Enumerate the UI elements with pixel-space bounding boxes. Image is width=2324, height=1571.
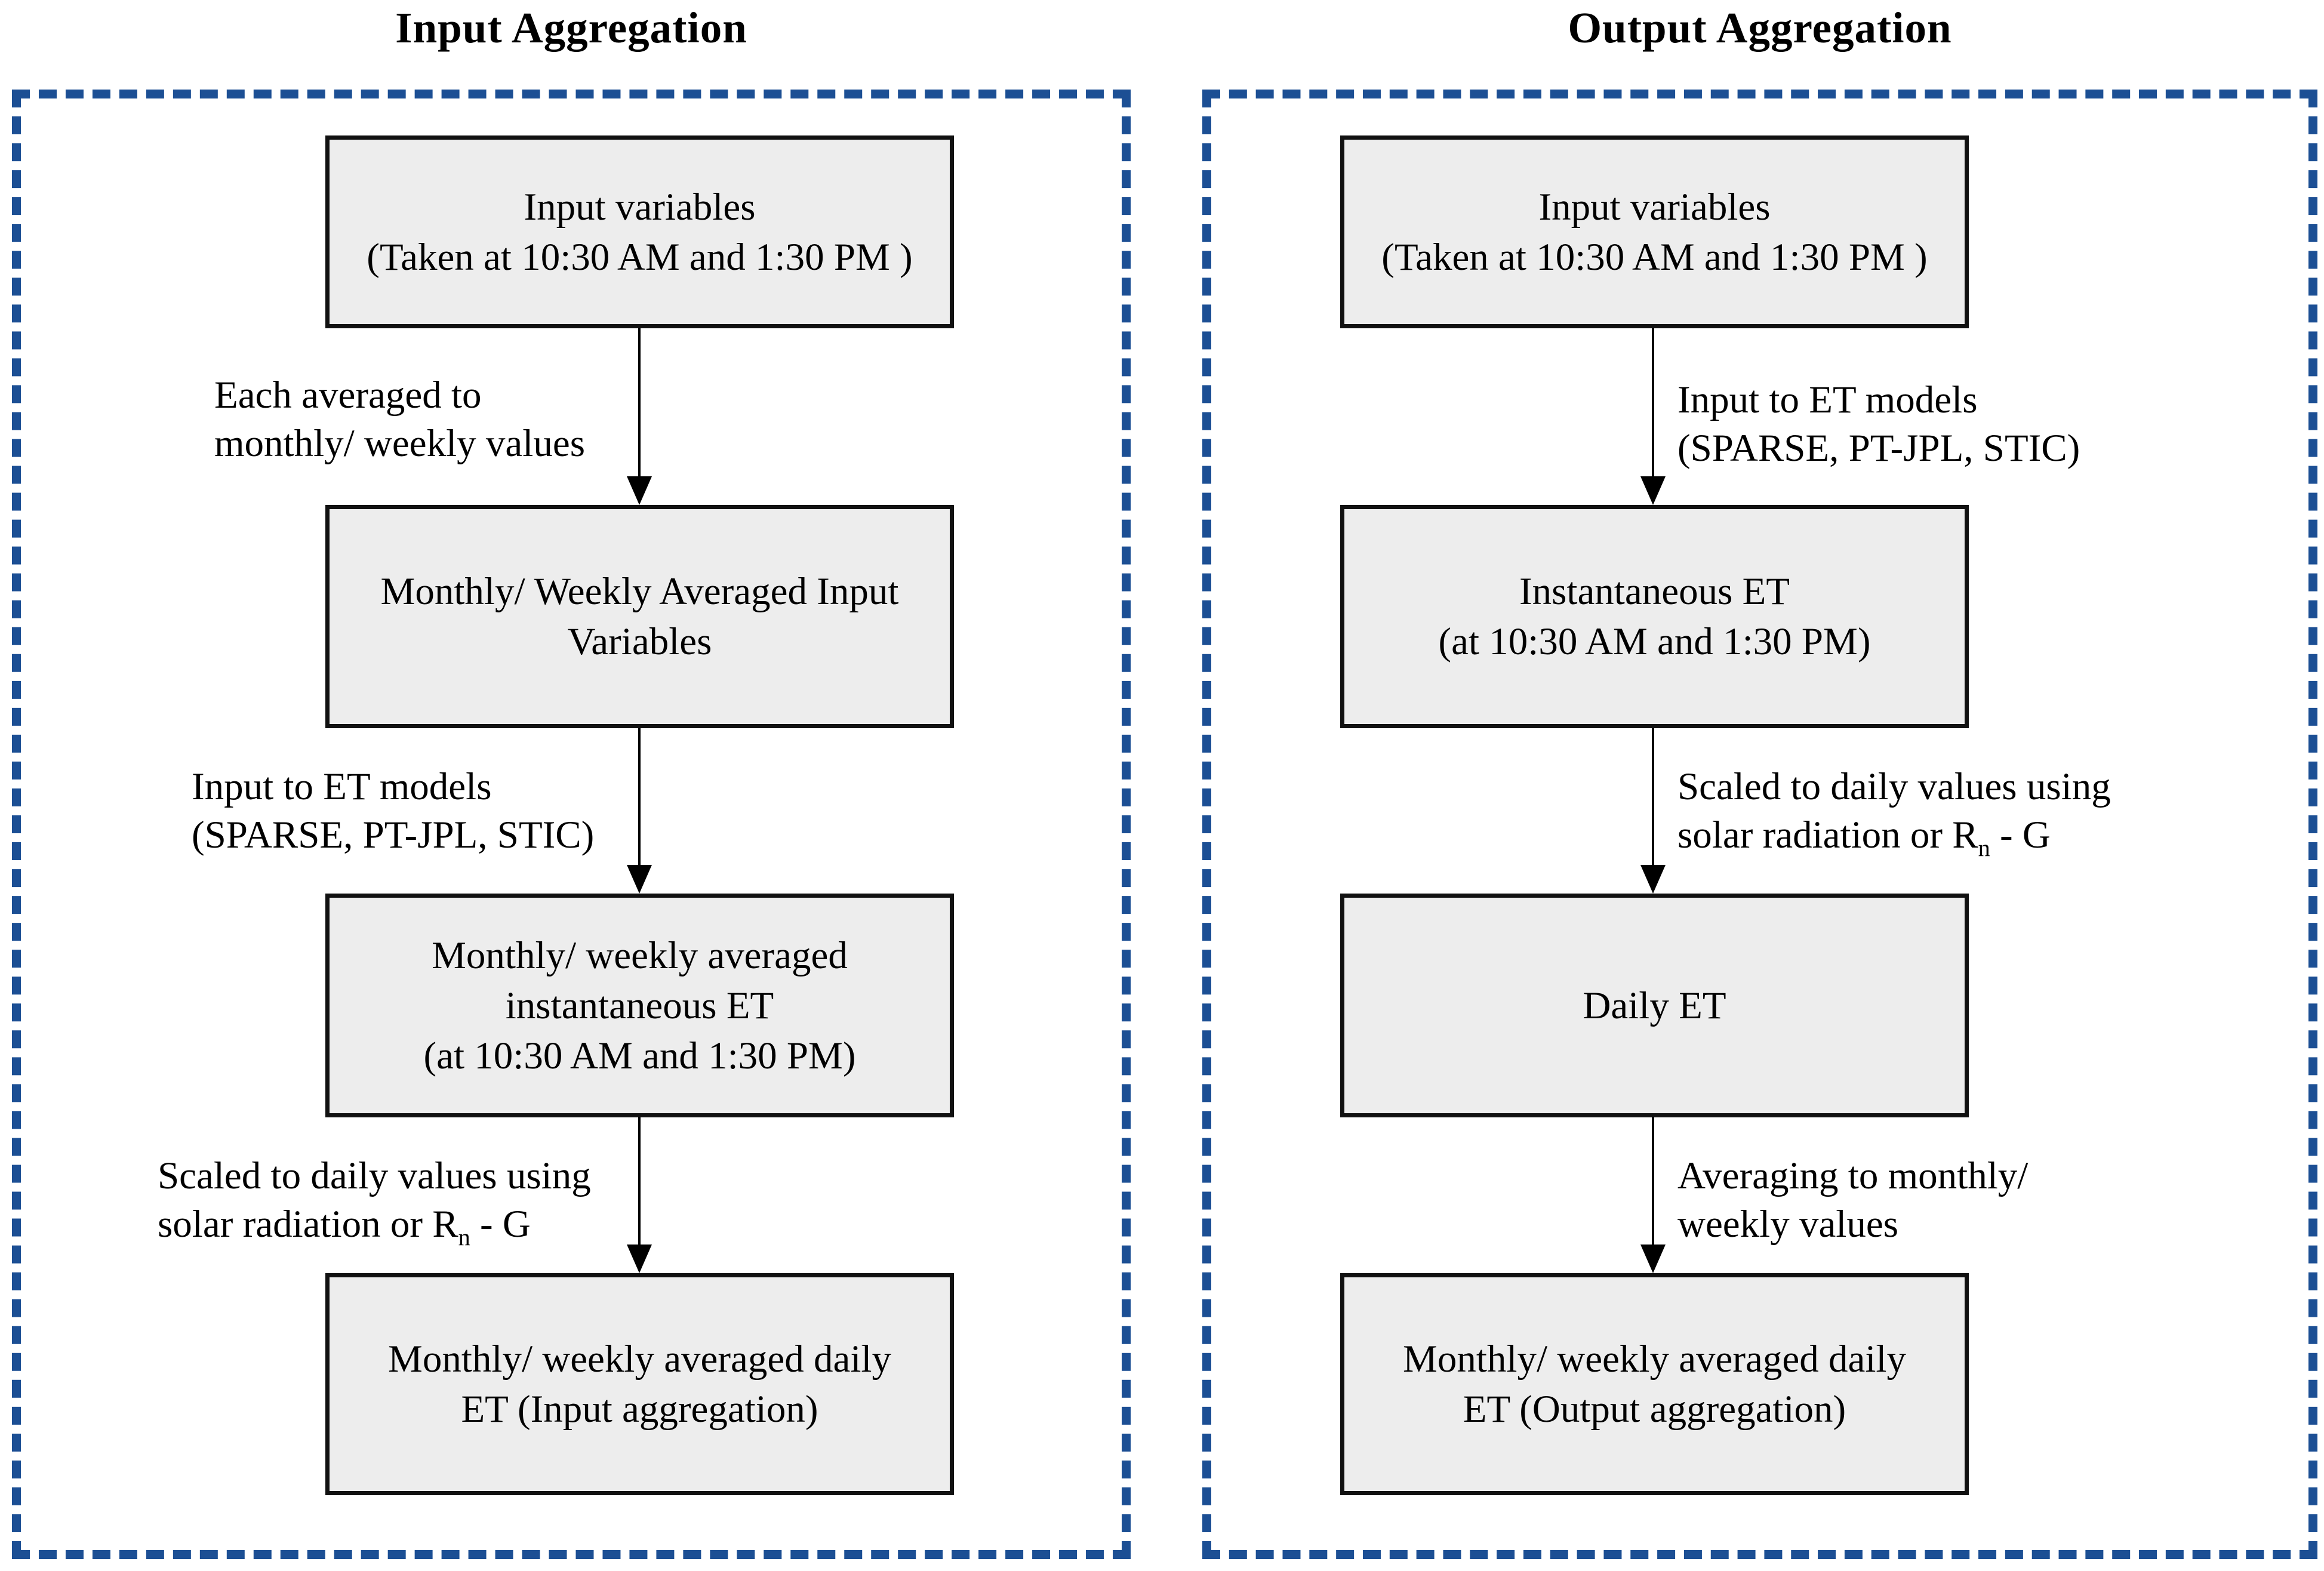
box-monthly-weekly-averaged-daily-et-input-aggregation: Monthly/ weekly averaged daily ET (Input… xyxy=(325,1273,954,1495)
arrow-label-scaled-to-daily-right: Scaled to daily values using solar radia… xyxy=(1677,763,2111,860)
box-text-line: (Taken at 10:30 AM and 1:30 PM ) xyxy=(1381,235,1928,279)
arrow-label-line: Input to ET models xyxy=(1677,378,1978,421)
arrow-head-icon xyxy=(1640,476,1666,505)
box-daily-et: Daily ET xyxy=(1340,894,1969,1117)
subscript-n: n xyxy=(1978,834,1990,861)
input-aggregation-title: Input Aggregation xyxy=(395,4,747,52)
arrow-label-line: (SPARSE, PT-JPL, STIC) xyxy=(192,814,595,857)
box-text-line: (at 10:30 AM and 1:30 PM) xyxy=(1438,620,1871,663)
arrow-label-line: solar radiation or Rn - G xyxy=(158,1203,531,1250)
arrow-shaft xyxy=(1652,728,1654,866)
arrow-label-line: solar radiation or Rn - G xyxy=(1677,814,2051,861)
box-text-line: Variables xyxy=(567,620,712,663)
box-text-line: Input variables xyxy=(1538,185,1771,229)
arrow-shaft xyxy=(1652,328,1654,478)
arrow-shaft xyxy=(638,328,641,478)
arrow-label-each-averaged: Each averaged to monthly/ weekly values xyxy=(214,371,585,468)
box-instantaneous-et: Instantaneous ET (at 10:30 AM and 1:30 P… xyxy=(1340,505,1969,728)
box-text-line: Monthly/ weekly averaged daily xyxy=(388,1338,891,1381)
arrow-label-line: Each averaged to xyxy=(214,374,482,417)
box-input-variables-left: Input variables (Taken at 10:30 AM and 1… xyxy=(325,135,954,328)
arrow-label-input-to-et-models-left: Input to ET models (SPARSE, PT-JPL, STIC… xyxy=(192,763,594,860)
box-text-line: instantaneous ET xyxy=(505,984,774,1027)
box-monthly-weekly-averaged-instantaneous-et: Monthly/ weekly averaged instantaneous E… xyxy=(325,894,954,1117)
box-text-line: (Taken at 10:30 AM and 1:30 PM ) xyxy=(367,235,913,279)
box-text-line: Monthly/ Weekly Averaged Input xyxy=(380,570,899,613)
arrow-label-line: Input to ET models xyxy=(192,765,492,808)
arrow-label-scaled-to-daily-left: Scaled to daily values using solar radia… xyxy=(158,1152,591,1249)
arrow-label-averaging-to-monthly: Averaging to monthly/ weekly values xyxy=(1677,1152,2028,1249)
box-input-variables-right: Input variables (Taken at 10:30 AM and 1… xyxy=(1340,135,1969,328)
box-text-line: Daily ET xyxy=(1583,984,1726,1027)
arrow-label-line: Scaled to daily values using xyxy=(158,1154,591,1197)
arrow-head-icon xyxy=(627,865,652,894)
arrow-label-line: Scaled to daily values using xyxy=(1677,765,2111,808)
box-text-line: ET (Output aggregation) xyxy=(1463,1388,1846,1431)
box-text-line: Monthly/ weekly averaged xyxy=(432,934,848,977)
arrow-shaft xyxy=(638,728,641,866)
input-aggregation-panel-frame xyxy=(12,90,1131,1559)
box-text-line: Monthly/ weekly averaged daily xyxy=(1403,1338,1906,1381)
arrow-label-line: (SPARSE, PT-JPL, STIC) xyxy=(1677,427,2080,470)
arrow-head-icon xyxy=(1640,865,1666,894)
arrow-label-line: monthly/ weekly values xyxy=(214,422,585,465)
box-text-line: ET (Input aggregation) xyxy=(461,1388,818,1431)
box-monthly-weekly-averaged-input-variables: Monthly/ Weekly Averaged Input Variables xyxy=(325,505,954,728)
arrow-label-input-to-et-models-right: Input to ET models (SPARSE, PT-JPL, STIC… xyxy=(1677,376,2080,473)
arrow-shaft xyxy=(1652,1117,1654,1246)
box-text-line: (at 10:30 AM and 1:30 PM) xyxy=(423,1034,856,1077)
output-aggregation-title: Output Aggregation xyxy=(1568,4,1952,52)
box-text-line: Instantaneous ET xyxy=(1519,570,1790,613)
arrow-head-icon xyxy=(627,1245,652,1273)
arrow-label-line: weekly values xyxy=(1677,1203,1899,1246)
subscript-n: n xyxy=(458,1224,470,1250)
arrow-label-line: Averaging to monthly/ xyxy=(1677,1154,2029,1197)
box-text-line: Input variables xyxy=(524,185,756,229)
output-aggregation-panel-frame xyxy=(1202,90,2317,1559)
arrow-head-icon xyxy=(1640,1245,1666,1273)
arrow-head-icon xyxy=(627,476,652,505)
arrow-shaft xyxy=(638,1117,641,1246)
box-monthly-weekly-averaged-daily-et-output-aggregation: Monthly/ weekly averaged daily ET (Outpu… xyxy=(1340,1273,1969,1495)
